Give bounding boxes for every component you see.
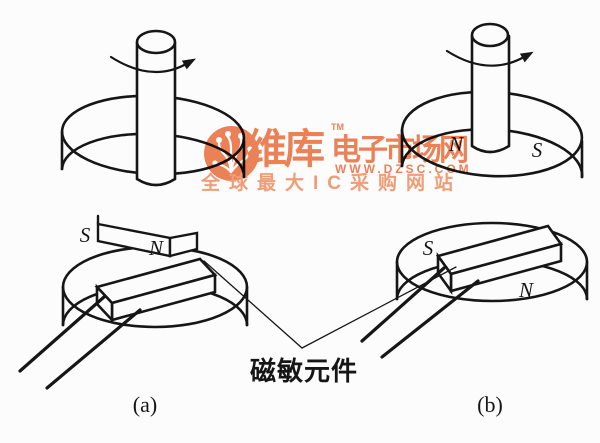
label-sensor-n-b: N <box>518 278 534 302</box>
label-disk-n-b: N <box>448 132 464 156</box>
diagram-a: S N (a) <box>18 29 249 417</box>
sensor-element-b <box>435 224 564 296</box>
annotation-pointer-lines <box>203 260 457 349</box>
caption-a: (a) <box>133 392 157 417</box>
label-disk-s-b: S <box>532 138 543 162</box>
rotation-arrow-b <box>445 49 534 67</box>
label-magnet-n-a: N <box>148 236 164 260</box>
lead-wires-a <box>18 295 142 390</box>
shaft-b <box>470 22 511 154</box>
rotation-arrow-a <box>109 55 196 74</box>
diagram-b: N S S N (b) <box>360 22 589 417</box>
magnet-bar-a <box>96 214 199 258</box>
annotation-sensor-label: 磁敏元件 <box>250 356 358 386</box>
label-sensor-s-b: S <box>423 236 434 260</box>
label-magnet-s-a: S <box>80 223 91 247</box>
sensor-element-a <box>94 257 218 324</box>
shaft-a <box>135 29 177 187</box>
caption-b: (b) <box>477 392 503 417</box>
